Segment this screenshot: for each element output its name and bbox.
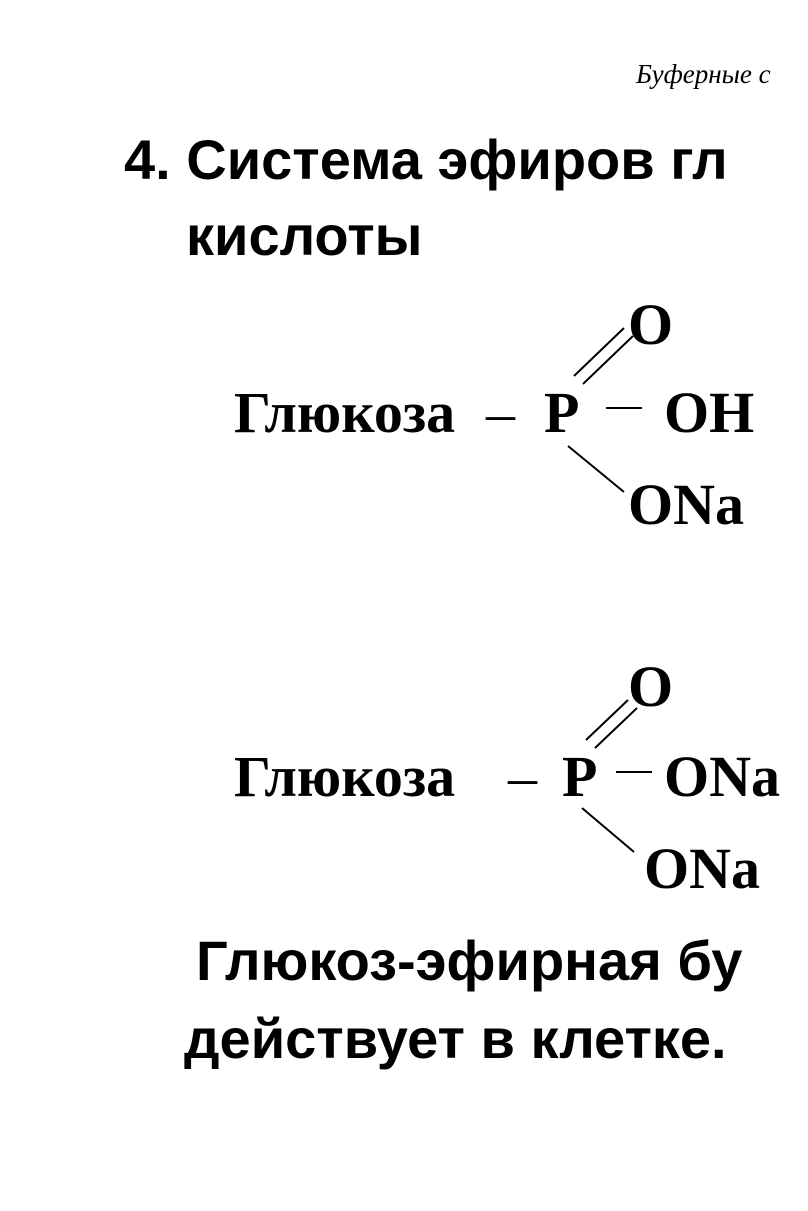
formula2-bottom-group: ONa [644,836,760,901]
formula1-double-bond-b [582,335,634,385]
slide-title-line1: 4. Система эфиров гл [124,128,728,191]
formula1-top-oxygen: O [628,292,674,357]
conclusion-text: Глюкоз-эфирная бу действует в клетке. [184,922,742,1078]
formula1-dash: – [486,380,515,445]
formula2-glucose-label: Глюкоза [234,744,456,809]
conclusion-line2: действует в клетке. [184,1007,727,1070]
running-header: Буферные с [636,59,771,89]
formula2-phosphorus: P [562,744,598,809]
formula1-right-group: OH [664,380,755,445]
formula1-phosphorus: P [544,380,580,445]
formula1-single-bond-down [567,445,625,493]
formula1-bottom-group: ONa [628,472,744,537]
formula2-right-group: ONa [664,744,780,809]
slide-title-line2: кислоты [186,204,423,267]
formula2-double-bond-a [585,699,629,741]
slide-title: 4. Система эфиров гл кислоты [124,122,728,274]
conclusion-line1: Глюкоз-эфирная бу [196,929,743,992]
formula1-double-bond-a [573,327,625,377]
formula2-single-bond-down [581,807,635,853]
formula2-double-bond-b [594,707,638,749]
formula1-glucose-label: Глюкоза [234,380,456,445]
formula2-dash: – [508,744,537,809]
formula2-top-oxygen: O [628,654,674,719]
